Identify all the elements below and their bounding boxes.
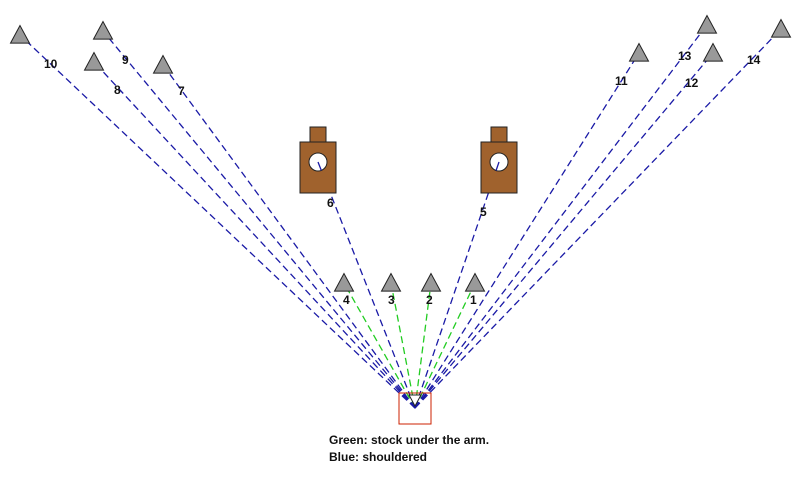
- target-label-4: 4: [343, 293, 350, 307]
- plate-target-11: [628, 42, 650, 62]
- target-label-10: 10: [44, 57, 58, 71]
- plate-target-10: [9, 24, 31, 44]
- targets: [9, 14, 792, 292]
- target-label-6: 6: [327, 196, 334, 210]
- steel-target-5: [480, 126, 518, 194]
- sight-lines: [19, 24, 782, 409]
- sight-line-4: [343, 282, 416, 409]
- target-label-3: 3: [388, 293, 395, 307]
- plate-target-7: [152, 54, 174, 74]
- sight-line-11: [414, 52, 640, 409]
- target-label-8: 8: [114, 83, 121, 97]
- shooter-marker-icon: [408, 394, 422, 408]
- plate-target-8: [83, 51, 105, 71]
- sight-line-14: [414, 28, 782, 409]
- plate-target-2: [420, 272, 442, 292]
- sight-line-13: [414, 24, 708, 409]
- sight-line-6: [317, 161, 416, 409]
- plate-target-4: [333, 272, 355, 292]
- target-label-5: 5: [480, 205, 487, 219]
- legend-green: Green: stock under the arm.: [329, 433, 490, 447]
- plate-target-9: [92, 20, 114, 40]
- target-label-1: 1: [470, 293, 477, 307]
- sight-line-9: [102, 30, 416, 409]
- target-label-13: 13: [678, 49, 692, 63]
- sight-line-12: [414, 52, 714, 409]
- target-label-12: 12: [685, 76, 699, 90]
- sight-line-2: [414, 282, 432, 409]
- sight-line-10: [19, 34, 416, 409]
- plate-target-14: [770, 18, 792, 38]
- target-label-7: 7: [178, 84, 185, 98]
- plate-target-13: [696, 14, 718, 34]
- target-label-14: 14: [747, 53, 761, 67]
- sight-line-1: [414, 282, 476, 409]
- sight-line-8: [93, 61, 416, 409]
- target-label-9: 9: [122, 53, 129, 67]
- target-label-11: 11: [615, 74, 628, 88]
- sight-line-5-inner: [495, 161, 500, 171]
- legend-blue: Blue: shouldered: [329, 450, 428, 464]
- steel-target-6: [299, 126, 337, 194]
- plate-target-12: [702, 42, 724, 62]
- plate-target-3: [380, 272, 402, 292]
- target-label-2: 2: [426, 293, 433, 307]
- sight-line-6-inner: [317, 161, 322, 171]
- plate-target-1: [464, 272, 486, 292]
- shooter-box: [398, 392, 432, 425]
- sight-line-7: [162, 64, 416, 409]
